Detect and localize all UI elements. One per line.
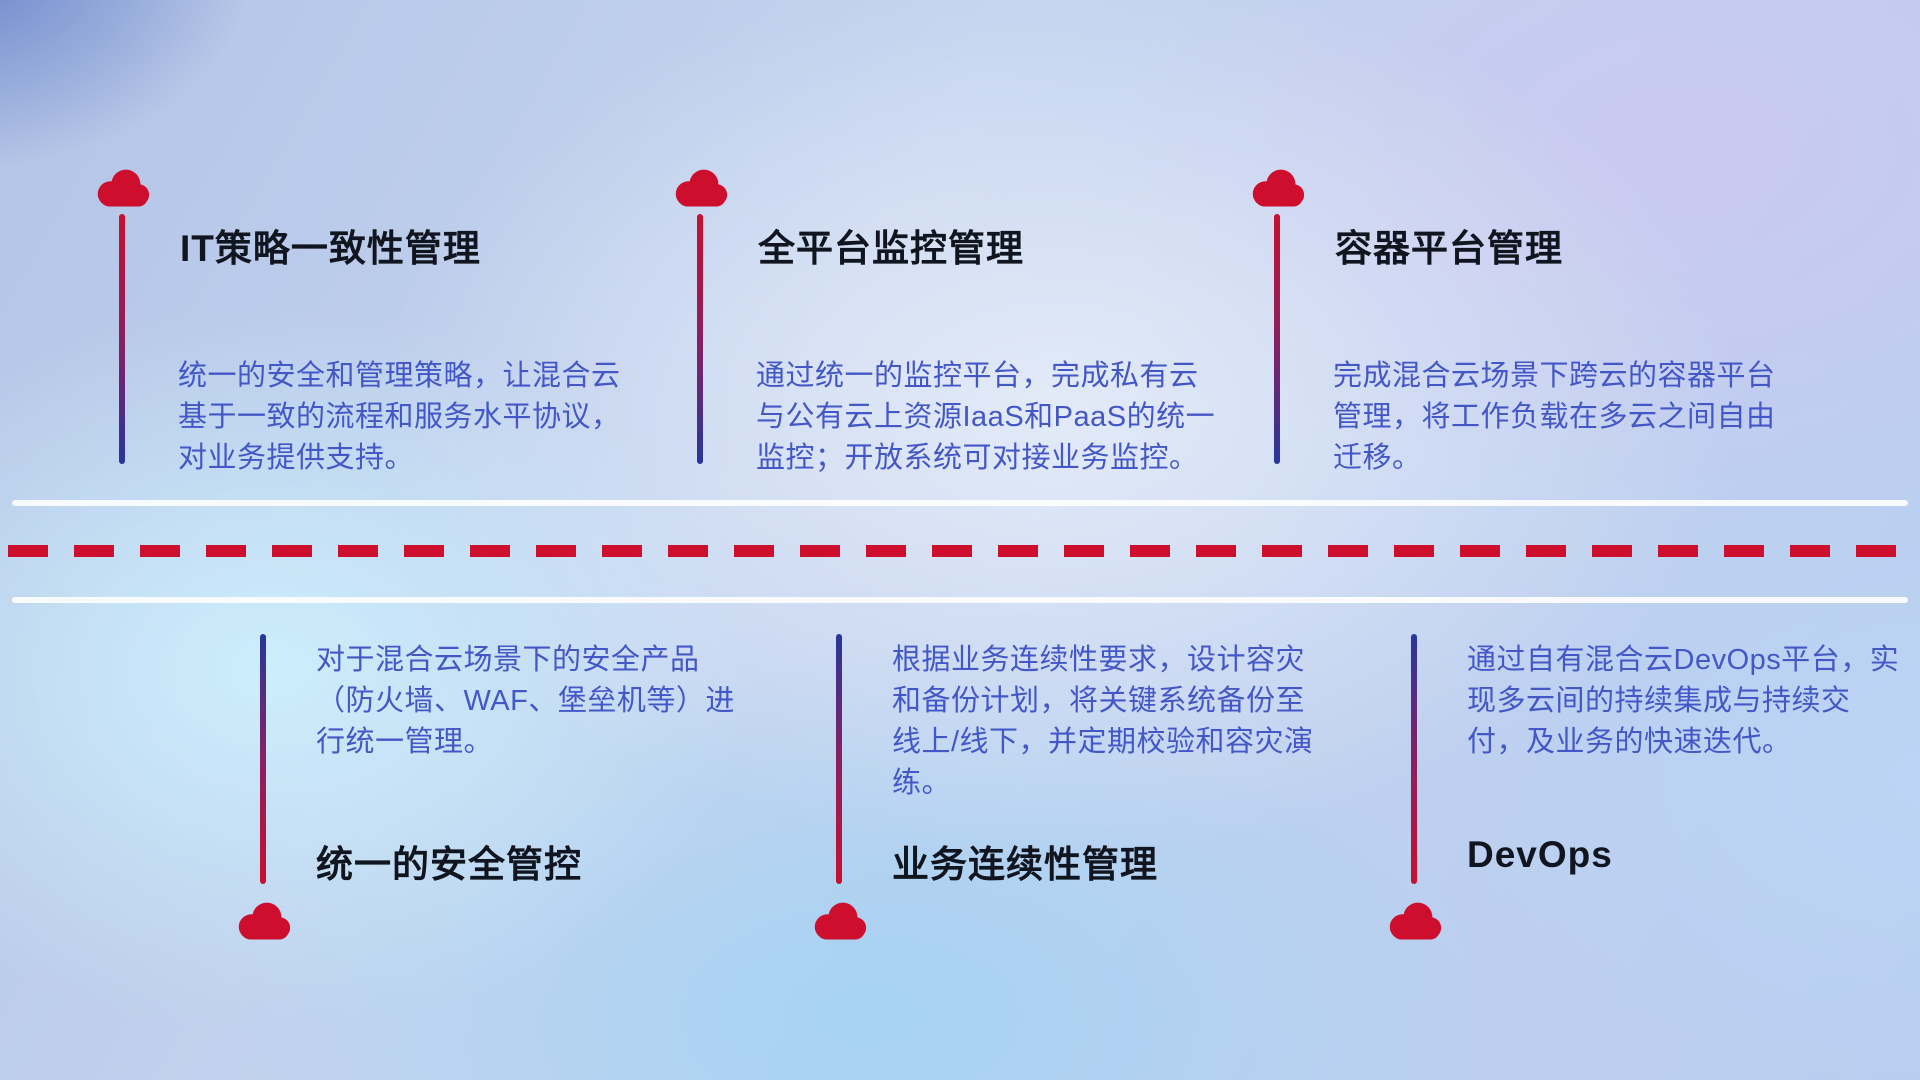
feature-title-security: 统一的安全管控: [316, 844, 582, 885]
feature-description-container: 完成混合云场景下跨云的容器平台管理，将工作负载在多云之间自由迁移。: [1333, 360, 1776, 474]
feature-description-it-policy: 统一的安全和管理策略，让混合云基于一致的流程和服务水平协议，对业务提供支持。: [178, 360, 621, 474]
connector-line: [1411, 634, 1417, 884]
feature-description-monitoring: 通过统一的监控平台，完成私有云与公有云上资源IaaS和PaaS的统一监控；开放系…: [756, 360, 1216, 474]
feature-title-monitoring: 全平台监控管理: [758, 228, 1024, 269]
cloud-icon: [1389, 902, 1442, 940]
feature-title-continuity: 业务连续性管理: [892, 844, 1158, 885]
timeline-dashed-line: [8, 545, 1912, 557]
connector-line: [260, 634, 266, 884]
connector-line: [119, 214, 125, 464]
timeline-upper-line: [12, 500, 1908, 506]
timeline-lower-line: [12, 597, 1908, 603]
feature-title-devops: DevOps: [1467, 834, 1613, 875]
connector-line: [836, 634, 842, 884]
connector-line: [697, 214, 703, 464]
connector-line: [1274, 214, 1280, 464]
cloud-icon: [675, 169, 728, 207]
cloud-icon: [97, 169, 150, 207]
cloud-icon: [814, 902, 867, 940]
feature-description-security: 对于混合云场景下的安全产品（防火墙、WAF、堡垒机等）进行统一管理。: [316, 644, 735, 758]
feature-description-devops: 通过自有混合云DevOps平台，实现多云间的持续集成与持续交付，及业务的快速迭代…: [1467, 644, 1900, 758]
feature-title-container: 容器平台管理: [1335, 228, 1563, 269]
cloud-icon: [238, 902, 291, 940]
feature-description-continuity: 根据业务连续性要求，设计容灾和备份计划，将关键系统备份至线上/线下，并定期校验和…: [892, 644, 1314, 799]
cloud-icon: [1252, 169, 1305, 207]
feature-title-it-policy: IT策略一致性管理: [180, 228, 481, 269]
